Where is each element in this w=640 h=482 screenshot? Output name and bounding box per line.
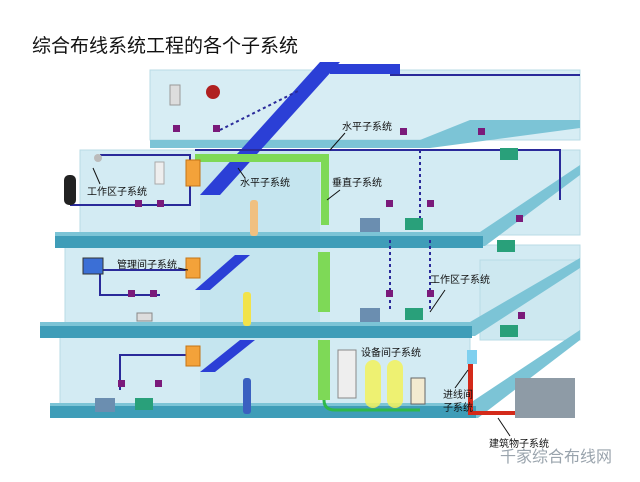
watermark: 千家综合布线网 [500,447,612,466]
diagram-title: 综合布线系统工程的各个子系统 [32,35,298,57]
label-work-area-right: 工作区子系统 [430,273,490,286]
access-point-icon [169,84,181,106]
alarm-speaker-icon [206,85,220,99]
laptop-icon [497,240,515,252]
laptop-icon [135,398,153,410]
label-arrows [92,132,511,437]
information-outlets [118,125,525,387]
laptop-icon [500,148,518,160]
camera-icon [64,175,76,205]
laptop-icon [500,325,518,337]
telecom-room-cabinets [185,159,201,367]
label-vertical: 垂直子系统 [332,176,382,189]
person-icon [243,378,251,414]
label-entrance-room-1: 进线间 [443,388,473,401]
devices [64,84,575,418]
person-icon [243,292,251,326]
sensor-icon [154,161,165,185]
monitor-icon [82,257,104,275]
laptop-icon [405,308,423,320]
horizontal-cables [70,74,580,390]
label-horizontal-top: 水平子系统 [342,120,392,133]
label-telecom-room: 管理间子系统 [117,258,177,271]
red-entrance-cable [467,350,530,415]
label-horizontal-mid: 水平子系统 [240,176,290,189]
pc-icon [360,218,380,232]
person-icon [250,200,258,236]
phone-icon [136,312,153,322]
equipment-room-racks [337,349,426,408]
pc-icon [360,308,380,322]
label-work-area-left: 工作区子系统 [87,185,147,198]
labels: 水平子系统 水平子系统 垂直子系统 工作区子系统 工作区子系统 管理间子系统 设… [87,120,549,450]
label-entrance-room-2: 子系统 [443,401,473,414]
vertical-backbone [195,154,420,412]
label-building: 建筑物子系统 [489,437,549,450]
dome-camera-icon [94,154,102,162]
label-equipment-room: 设备间子系统 [361,346,421,359]
pc-icon [95,398,115,412]
building-photo [515,378,575,418]
laptop-icon [405,218,423,230]
